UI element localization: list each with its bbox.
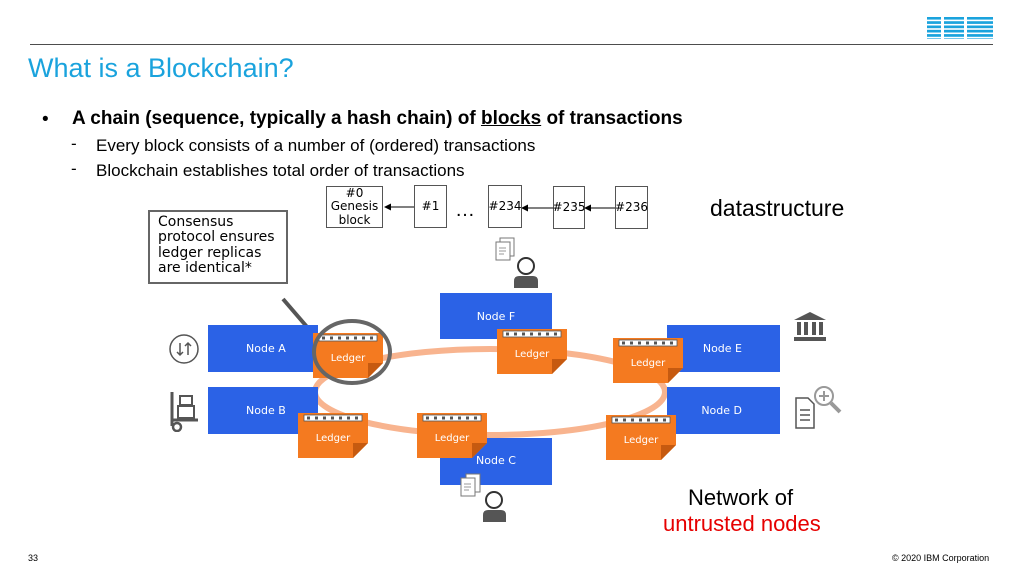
user-document-icon xyxy=(460,473,506,522)
cart-icon xyxy=(170,392,198,432)
ledger-label: Ledger xyxy=(514,349,550,360)
node-a: Node A xyxy=(208,325,318,372)
block-234: #234 xyxy=(488,185,522,228)
main-bullet-text-end: of transactions xyxy=(541,108,683,129)
node-e: Node E xyxy=(667,325,780,372)
ledger-icon xyxy=(613,338,683,383)
sub-bullet-1: Every block consists of a number of (ord… xyxy=(96,136,536,155)
sub-bullet-marker: - xyxy=(71,134,77,153)
network-caption: Network of xyxy=(688,485,794,510)
ledger-icon xyxy=(606,415,676,460)
main-bullet: A chain (sequence, typically a hash chai… xyxy=(72,108,683,130)
block-235: #235 xyxy=(553,186,585,229)
genesis-block-number: #0 xyxy=(345,186,364,201)
ledger-b: Ledger xyxy=(298,413,368,458)
header-rule xyxy=(30,44,993,45)
datastructure-label: datastructure xyxy=(710,195,845,221)
ledger-d: Ledger xyxy=(606,415,676,460)
slide-title: What is a Blockchain? xyxy=(28,53,294,83)
ledger-label: Ledger xyxy=(434,433,470,444)
bullet-marker: • xyxy=(42,109,49,130)
sub-bullet-marker: - xyxy=(71,159,77,178)
ledger-icon xyxy=(417,413,487,458)
ledger-icon xyxy=(497,329,567,374)
node-c: Node C xyxy=(440,438,552,485)
consensus-note: Consensus protocol ensures ledger replic… xyxy=(148,210,288,284)
ibm-logo-icon xyxy=(927,17,993,39)
main-bullet-underlined: blocks xyxy=(480,108,542,129)
sync-arrows-icon xyxy=(169,334,199,364)
ledger-icon xyxy=(313,333,383,378)
sub-bullet-2: Blockchain establishes total order of tr… xyxy=(96,161,465,180)
ledger-label: Ledger xyxy=(630,358,666,369)
copyright: © 2020 IBM Corporation xyxy=(892,553,990,563)
network-caption-highlight: untrusted nodes xyxy=(663,511,821,536)
genesis-block: #0 Genesis block xyxy=(326,186,383,228)
chain-ellipsis: … xyxy=(455,199,475,221)
block-1: #1 xyxy=(414,185,447,228)
ledger-label: Ledger xyxy=(623,435,659,446)
ledger-f: Ledger xyxy=(497,329,567,374)
ledger-label: Ledger xyxy=(315,433,351,444)
bank-icon xyxy=(794,312,826,341)
node-d: Node D xyxy=(667,387,780,434)
ledger-c: Ledger xyxy=(417,413,487,458)
ledger-a: Ledger xyxy=(313,333,383,378)
user-document-icon xyxy=(495,237,538,288)
block-236: #236 xyxy=(615,186,648,229)
page-number: 33 xyxy=(28,553,39,563)
ledger-e: Ledger xyxy=(613,338,683,383)
search-document-icon xyxy=(795,386,842,429)
genesis-block-label-2: block xyxy=(338,212,371,227)
ledger-icon xyxy=(298,413,368,458)
ledger-label: Ledger xyxy=(330,353,366,364)
genesis-block-label: Genesis xyxy=(330,199,379,214)
main-bullet-text-start: A chain (sequence, typically a hash chai… xyxy=(72,108,481,129)
